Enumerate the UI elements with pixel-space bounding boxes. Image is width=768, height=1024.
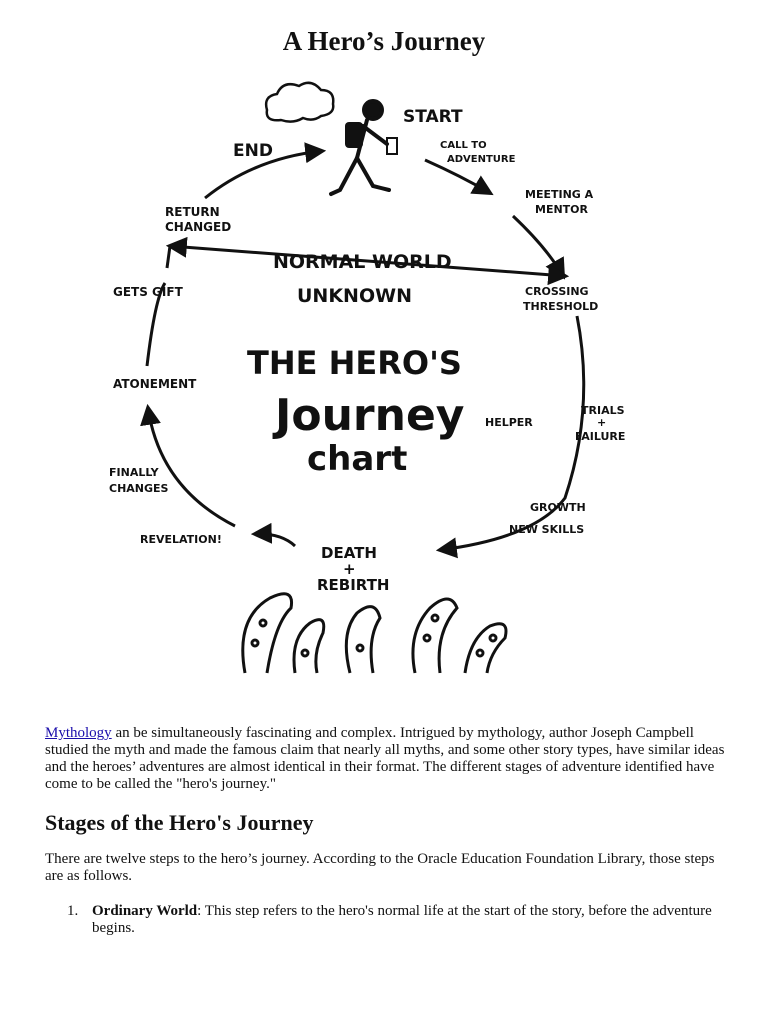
label-return-l2: CHANGED (165, 220, 231, 234)
heros-journey-diagram: START CALL TO ADVENTURE MEETING A MENTOR… (95, 78, 685, 678)
label-finally-l1: FINALLY (109, 466, 160, 479)
arc-growth-to-death (250, 522, 297, 548)
label-call-l2: ADVENTURE (447, 154, 516, 165)
arc-call-to-mentor (424, 158, 494, 196)
normal-world-label: NORMAL WORLD (273, 251, 452, 273)
label-helper: HELPER (485, 416, 533, 429)
normal-world-line (165, 236, 570, 286)
intro-text: an be simultaneously fascinating and com… (45, 725, 725, 792)
label-trials-l2: + (597, 416, 606, 429)
label-finally-l2: CHANGES (109, 482, 169, 495)
label-gets-gift: GETS GIFT (113, 285, 184, 299)
arc-mentor-to-threshold (511, 214, 566, 280)
label-death-l2: + (343, 560, 356, 578)
label-death-l3: REBIRTH (317, 576, 389, 594)
stages-intro: There are twelve steps to the hero’s jou… (45, 851, 715, 884)
label-death-l1: DEATH (321, 544, 377, 562)
label-return-l1: RETURN (165, 205, 220, 219)
intro-paragraph: Mythology an be simultaneously fascinati… (45, 725, 725, 793)
center-title-line1: THE HERO'S (247, 344, 462, 382)
label-mentor-l2: MENTOR (535, 203, 589, 216)
cloud-icon (264, 81, 335, 123)
label-threshold-l1: CROSSING (525, 285, 589, 298)
label-growth-l1: GROWTH (530, 501, 586, 514)
arc-return-to-end (204, 142, 327, 200)
label-trials-l3: FAILURE (575, 430, 625, 443)
arc-threshold-to-growth (435, 315, 586, 559)
list-item-number: 1. (67, 903, 79, 919)
mythology-link[interactable]: Mythology (45, 725, 112, 741)
center-title-line3: chart (307, 439, 407, 479)
list-item-term: Ordinary World (92, 903, 198, 919)
arc-atonement-to-gets-gift (145, 282, 167, 367)
center-title-line2: Journey (272, 390, 464, 441)
label-atonement: ATONEMENT (113, 377, 197, 391)
tentacles-illustration (241, 592, 508, 674)
label-trials-l1: TRIALS (581, 404, 625, 417)
arc-revelation-to-atonement (140, 403, 236, 528)
page-title: A Hero’s Journey (282, 26, 486, 56)
stages-list: 1. Ordinary World: This step refers to th… (45, 903, 725, 937)
label-start: START (403, 107, 463, 127)
stages-heading: Stages of the Hero's Journey (45, 810, 314, 835)
label-call-l1: CALL TO (440, 140, 487, 151)
label-end: END (233, 141, 273, 161)
list-item-description: : This step refers to the hero's normal … (92, 903, 712, 936)
label-mentor-l1: MEETING A (525, 188, 594, 201)
unknown-label: UNKNOWN (297, 285, 412, 307)
hiker-icon (329, 99, 398, 196)
label-revelation: REVELATION! (140, 533, 222, 546)
label-growth-l2: NEW SKILLS (509, 523, 584, 536)
label-threshold-l2: THRESHOLD (523, 300, 598, 313)
list-item: 1. Ordinary World: This step refers to th… (45, 903, 725, 937)
